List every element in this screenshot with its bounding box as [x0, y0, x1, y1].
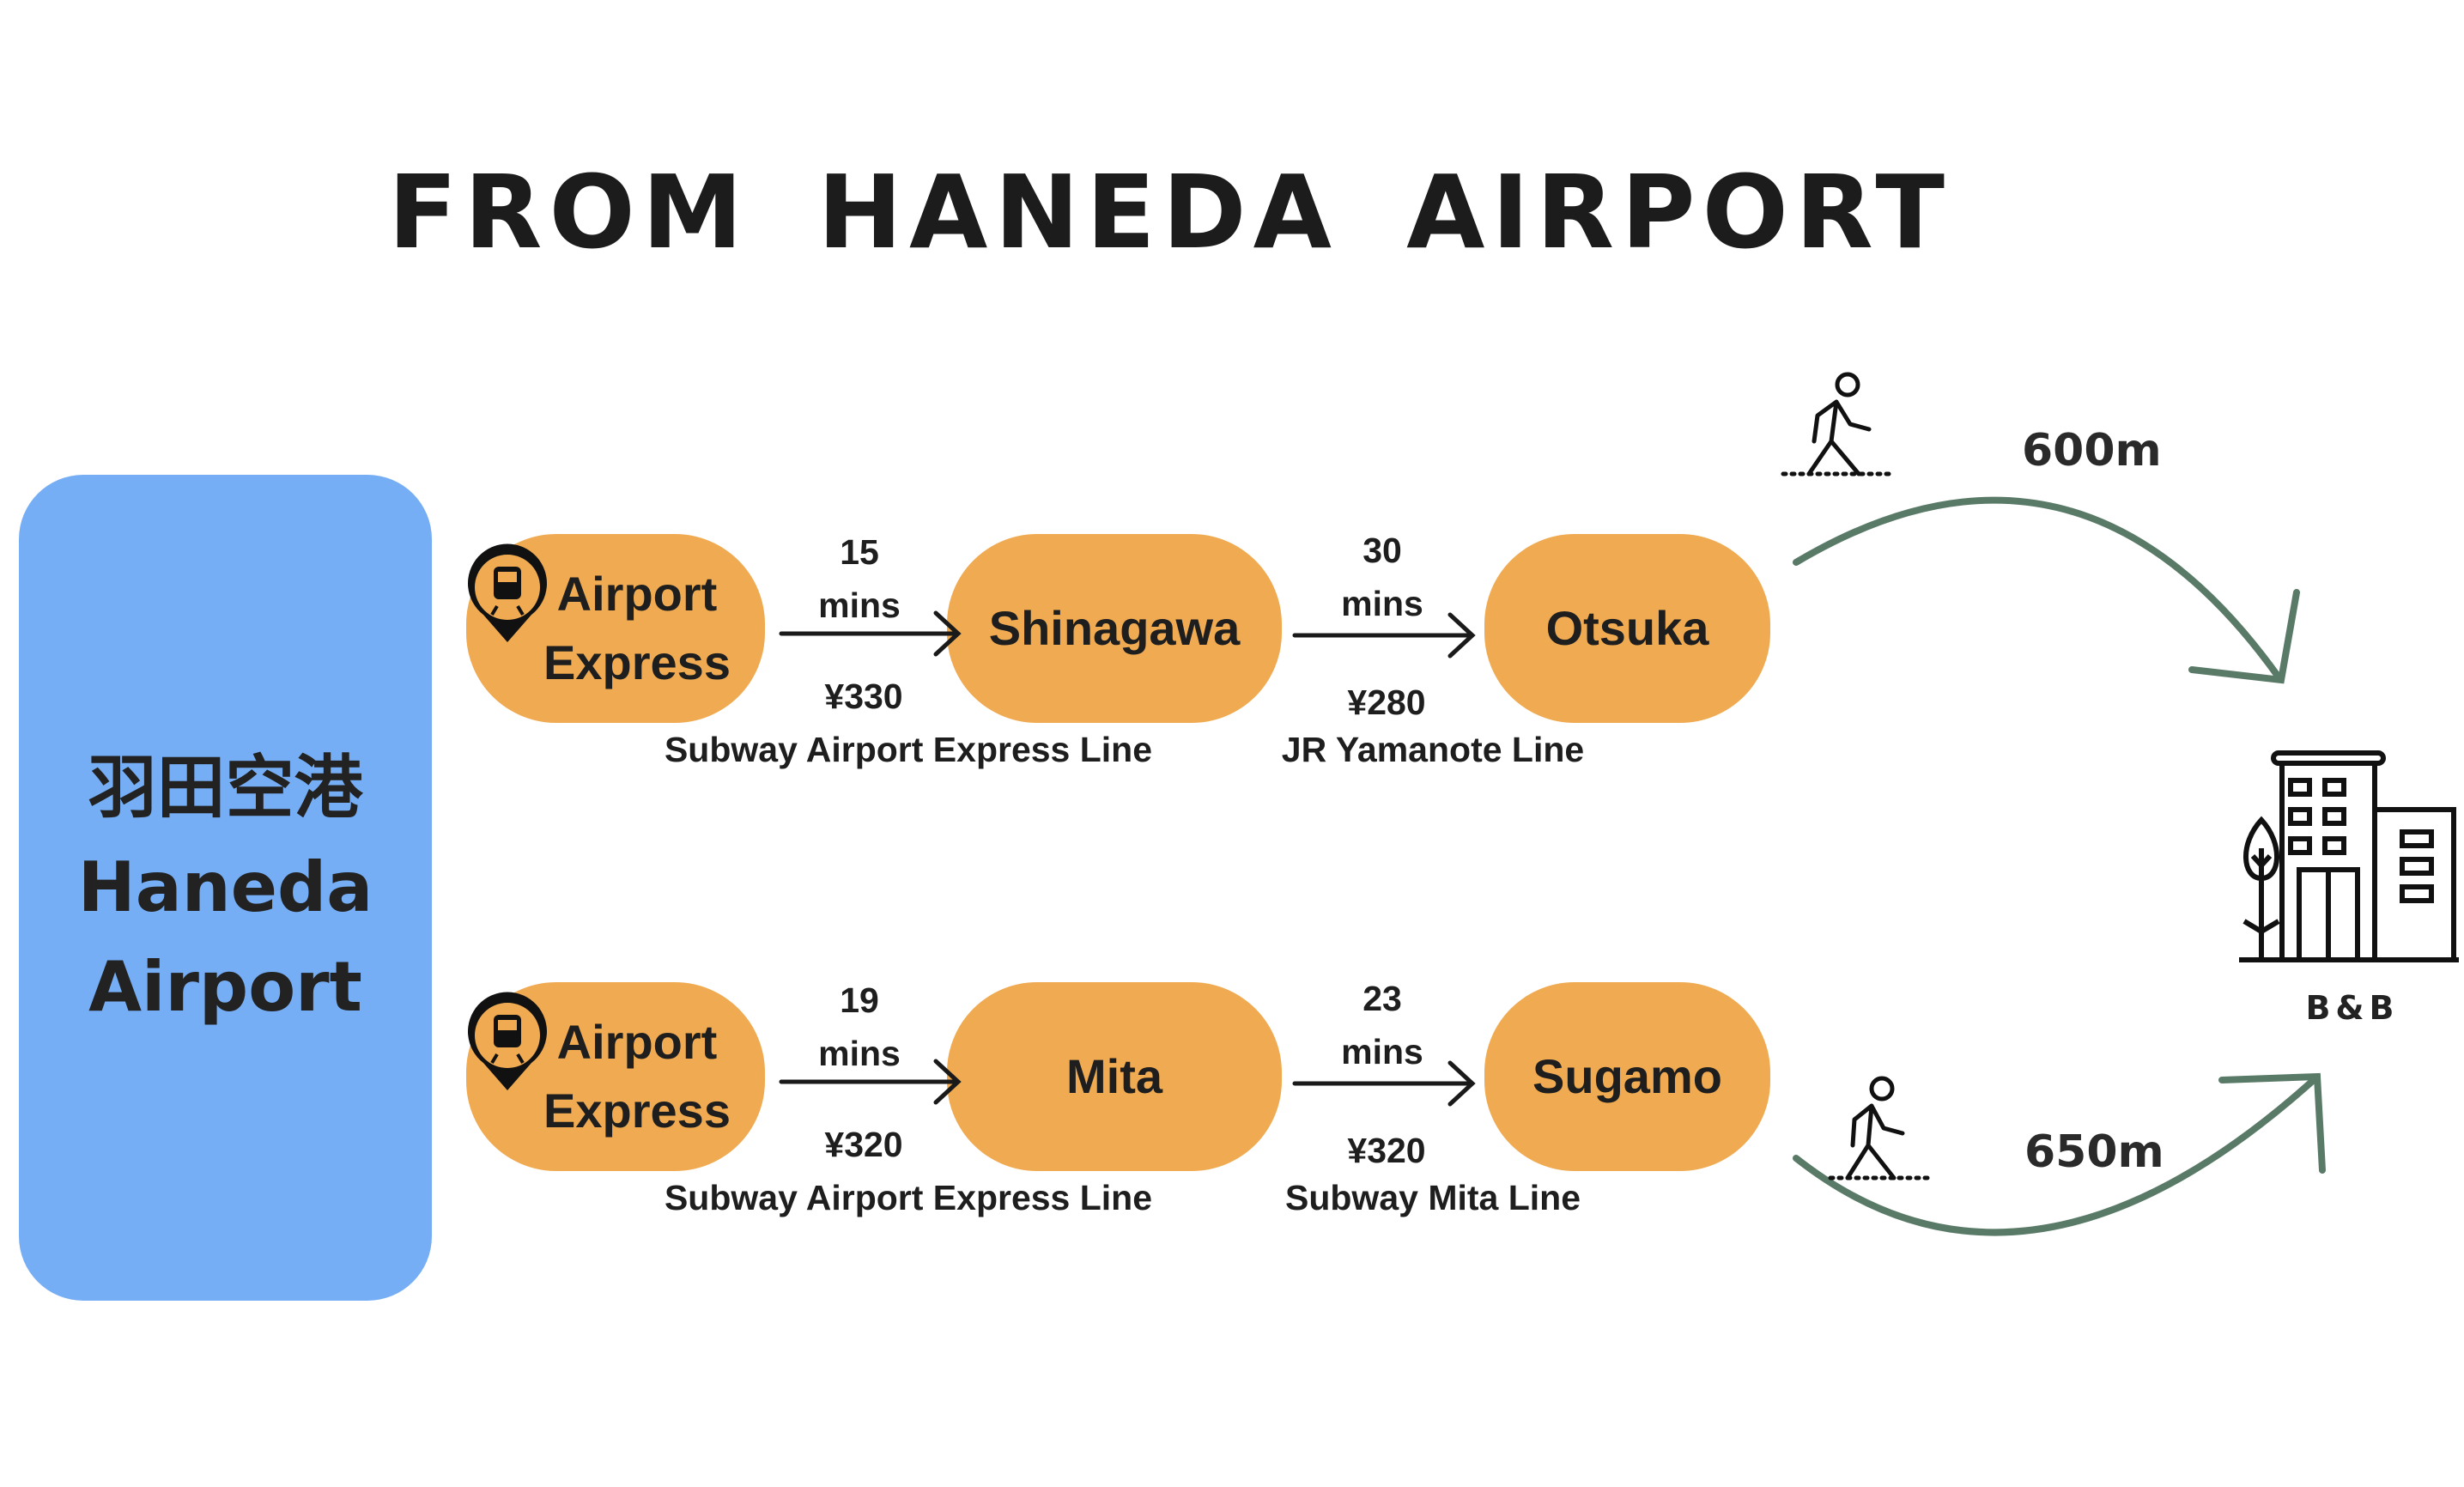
route2-walk-arrow [1793, 1072, 2326, 1236]
route1-leg2-fare: ¥280 [1347, 683, 1426, 722]
route1-destination-station: Otsuka [1484, 534, 1770, 723]
route2-destination-station: Sugamo [1484, 982, 1770, 1171]
route2-leg1-unit: mins [818, 1034, 901, 1073]
route1-leg2-time: 30 [1362, 531, 1402, 570]
walking-person-icon [1828, 1076, 1932, 1180]
page-title: FROM HANEDA AIRPORT [387, 153, 1952, 271]
origin-haneda-airport: 羽田空港 Haneda Airport [19, 475, 432, 1301]
route2-leg2-unit: mins [1341, 1032, 1423, 1071]
train-pin-icon [468, 992, 547, 1090]
origin-name-line2: Airport [88, 947, 362, 1027]
route1-walk-distance: 600m [2022, 425, 2162, 476]
route2-walk-distance: 650m [2024, 1126, 2164, 1178]
start-line1: Airport [556, 1015, 718, 1069]
route1-leg2-unit: mins [1341, 584, 1423, 623]
route1-leg1-unit: mins [818, 586, 901, 625]
start-line2: Express [543, 1083, 731, 1138]
route1-walk-arrow [1793, 496, 2300, 684]
route2-leg2-fare: ¥320 [1347, 1131, 1426, 1170]
bnb-label: B&B [2305, 989, 2400, 1027]
route2-leg2-arrow [1292, 1060, 1476, 1107]
route2-leg2-line: Subway Mita Line [1285, 1178, 1581, 1217]
route1-transfer-station: Shinagawa [947, 534, 1282, 723]
route2-leg2-time: 23 [1362, 979, 1402, 1018]
train-pin-icon [468, 543, 547, 642]
origin-name-line1: Haneda [77, 847, 373, 927]
route2-leg1-fare: ¥320 [824, 1125, 903, 1164]
route1-leg1-arrow [779, 610, 962, 657]
route2-leg1-arrow [779, 1059, 962, 1105]
route1-leg1-line: Subway Airport Express Line [664, 730, 1153, 769]
route1-leg1-time: 15 [840, 532, 879, 572]
walking-person-icon [1781, 372, 1896, 476]
origin-japanese: 羽田空港 [88, 748, 363, 828]
route2-leg1-time: 19 [840, 980, 879, 1020]
route1-leg2-arrow [1292, 612, 1476, 659]
building-icon [2239, 750, 2459, 962]
route2-leg1-line: Subway Airport Express Line [664, 1178, 1153, 1217]
start-line1: Airport [556, 567, 718, 621]
start-line2: Express [543, 635, 731, 689]
route2-transfer-station: Mita [947, 982, 1282, 1171]
route1-leg2-line: JR Yamanote Line [1281, 730, 1585, 769]
route1-leg1-fare: ¥330 [824, 677, 903, 716]
